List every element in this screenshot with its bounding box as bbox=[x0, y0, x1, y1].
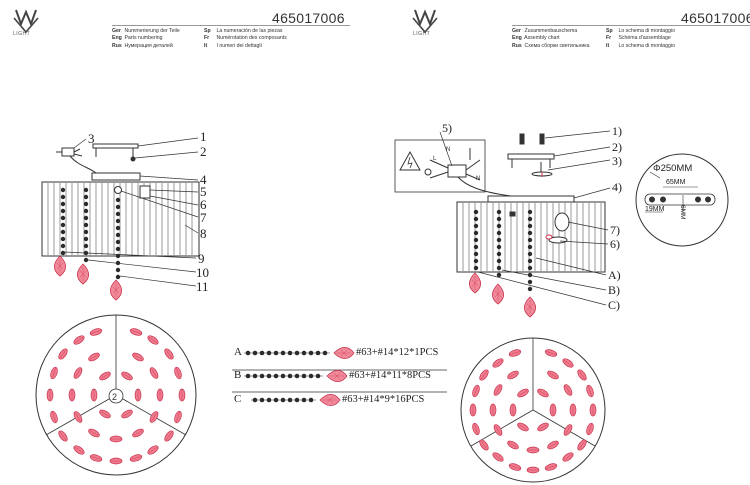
lang-row: Rus Схема сборки светильника bbox=[512, 42, 590, 49]
bracket-detail bbox=[635, 153, 729, 247]
part-label-8: 8 bbox=[200, 226, 207, 241]
right-top-view bbox=[460, 337, 606, 483]
parts-drawing bbox=[41, 137, 200, 301]
chain-spec-b: #63+#14*11*8PCS bbox=[349, 370, 431, 381]
lang-row: Sp La numeración de las piezas bbox=[204, 28, 283, 34]
assembly-label-1: 1) bbox=[612, 124, 622, 138]
dim-depth: 6MM bbox=[679, 205, 686, 220]
header-divider bbox=[112, 25, 350, 26]
lang-row: Fr Numérotation des composants bbox=[204, 35, 287, 42]
lang-row: Eng Parts numbering bbox=[112, 35, 163, 42]
svg-text:N: N bbox=[476, 176, 480, 182]
dim-width: 65MM bbox=[666, 179, 686, 186]
lang-row: It Lo schema di montaggio bbox=[606, 42, 675, 49]
part-label-1: 1 bbox=[200, 129, 207, 144]
header-divider bbox=[512, 25, 750, 26]
assembly-label-7: 7) bbox=[610, 223, 620, 237]
assembly-label-4: 4) bbox=[612, 180, 622, 194]
lang-row: Sp Lo schema di montaggio bbox=[606, 28, 675, 34]
logo-text: LIGHT bbox=[413, 31, 431, 37]
part-label-3: 3 bbox=[88, 131, 95, 146]
part-label-6: 6 bbox=[200, 197, 207, 212]
lang-row: Rus Нумерация деталей bbox=[112, 42, 173, 49]
lang-row: Ger Zusammenbauschema bbox=[512, 28, 578, 34]
chain-spec-a: #63+#14*12*1PCS bbox=[356, 347, 439, 358]
assembly-chart-panel: LIGHT 465017006 Ger Zusammenbauschema En… bbox=[375, 0, 750, 485]
chain-letter-a: A bbox=[234, 346, 242, 358]
lang-row: Eng Assembly chart bbox=[512, 35, 560, 42]
left-top-view: 2 bbox=[35, 314, 197, 476]
svg-text:2: 2 bbox=[112, 392, 117, 402]
assembly-label-a: A) bbox=[608, 268, 621, 282]
assembly-label-b: B) bbox=[608, 283, 620, 297]
assembly-label-3: 3) bbox=[612, 154, 622, 168]
dim-height: 19MM bbox=[645, 206, 665, 213]
part-label-11: 11 bbox=[196, 279, 209, 294]
svg-text:N: N bbox=[446, 147, 450, 153]
part-label-2: 2 bbox=[200, 144, 207, 159]
mw-logo-icon bbox=[13, 9, 39, 34]
assembly-label-2: 2) bbox=[612, 140, 622, 154]
part-label-10: 10 bbox=[196, 265, 209, 280]
svg-text:L: L bbox=[433, 156, 437, 162]
dim-diameter: Φ250MM bbox=[653, 163, 693, 174]
assembly-label-6: 6) bbox=[610, 237, 620, 251]
lang-row: Ger Nummerierung der Teile bbox=[112, 28, 180, 34]
lang-row: Fr Schéma d'assemblage bbox=[606, 35, 671, 42]
part-label-7: 7 bbox=[200, 210, 207, 225]
chain-letter-c: C bbox=[234, 393, 242, 405]
part-label-5: 5 bbox=[200, 184, 207, 199]
chain-specs bbox=[232, 346, 447, 407]
chain-letter-b: B bbox=[234, 369, 242, 381]
product-code: 465017006 bbox=[681, 10, 750, 26]
parts-numbering-panel: LIGHT 465017006 Ger Nummerierung der Tei… bbox=[13, 9, 350, 49]
mw-logo-icon bbox=[412, 9, 438, 34]
part-label-9: 9 bbox=[198, 251, 205, 266]
assembly-drawing: L N N bbox=[394, 130, 611, 318]
part-label-4: 4 bbox=[200, 172, 207, 187]
assembly-label-c: C) bbox=[608, 298, 620, 312]
product-code: 465017006 bbox=[272, 10, 345, 26]
logo-text: LIGHT bbox=[13, 31, 31, 37]
assembly-label-5: 5) bbox=[442, 121, 452, 135]
lang-row: It I numeri dei dettagli bbox=[204, 42, 262, 49]
chain-spec-c: #63+#14*9*16PCS bbox=[342, 394, 425, 405]
